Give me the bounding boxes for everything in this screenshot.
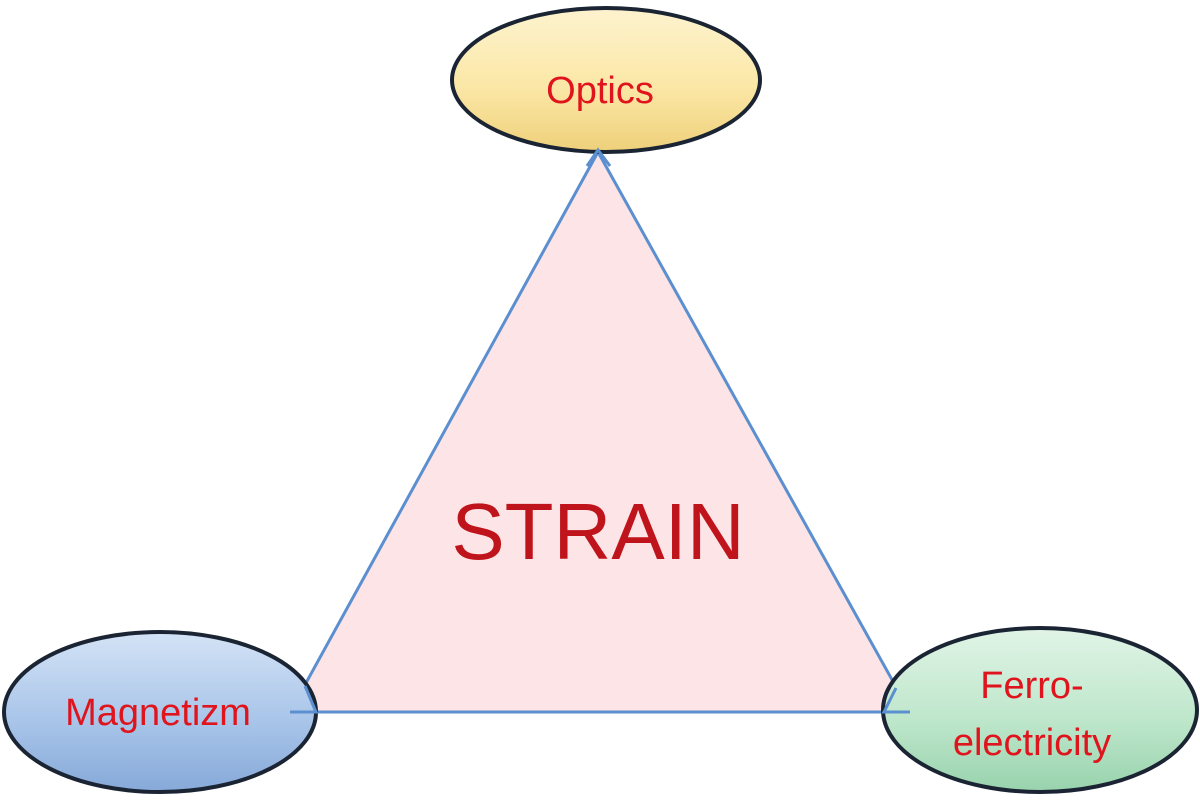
node-magnetizm: Magnetizm (2, 630, 318, 794)
node-ferroelectricity-label-line1: Ferro- (980, 665, 1083, 707)
node-optics-ellipse (450, 6, 762, 154)
node-magnetizm-label: Magnetizm (65, 692, 251, 734)
node-optics-label: Optics (546, 70, 654, 112)
node-ferroelectricity-label-line2: electricity (953, 722, 1111, 764)
strain-label: STRAIN (451, 487, 744, 576)
strain-triangle (287, 148, 913, 714)
triangle-corner-right-marker (881, 687, 910, 714)
node-ferroelectricity: Ferro- electricity (881, 626, 1199, 794)
node-optics: Optics (450, 6, 762, 154)
node-ferroelectricity-ellipse (881, 626, 1199, 794)
triangle-corner-left-marker (290, 685, 319, 714)
triangle-corner-top-marker (585, 147, 612, 167)
